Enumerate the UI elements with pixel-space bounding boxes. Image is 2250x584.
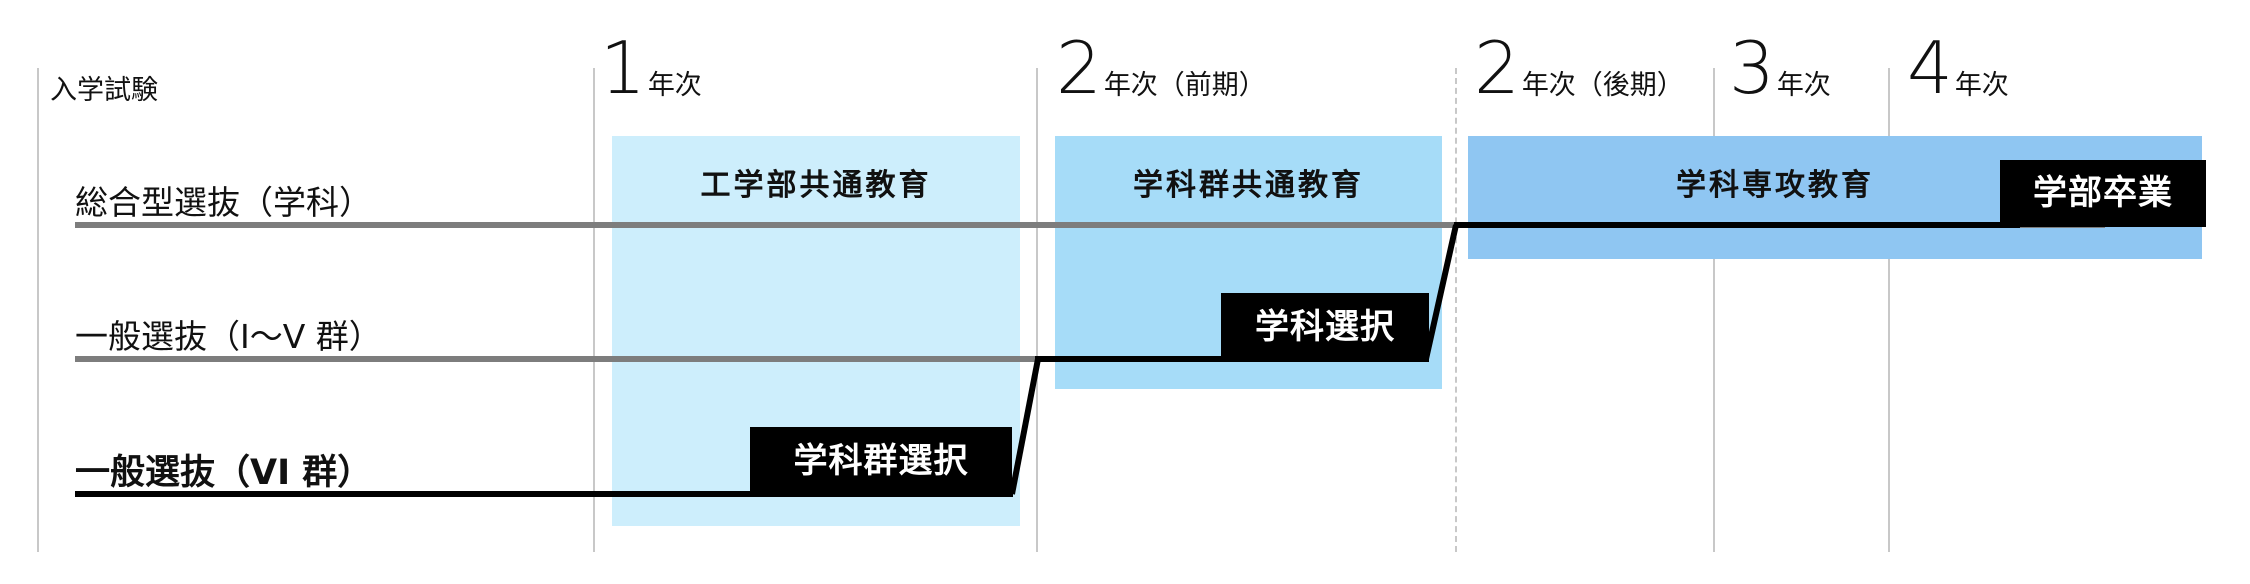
year-label: 年次 — [1954, 70, 2009, 101]
connector-year1-to-year2 — [1009, 358, 1041, 495]
year4-heading: 4 年次 — [1907, 32, 2009, 104]
year2-second-heading: 2 年次（後期） — [1474, 32, 1684, 104]
year-label: 年次 — [1776, 70, 1831, 101]
column-divider-year2-second — [1455, 68, 1457, 552]
year-label: 年次 — [647, 70, 702, 101]
year-number: 2 — [1056, 26, 1102, 110]
admission-label-general-6: 一般選抜（VI 群） — [75, 453, 373, 493]
connector-year2-first-to-second — [1423, 224, 1459, 360]
year3-heading: 3 年次 — [1729, 32, 1831, 104]
column-divider-year4 — [1888, 68, 1890, 552]
column-divider-year2-first — [1036, 68, 1038, 552]
stage-label: 学科専攻教育 — [1676, 168, 1874, 203]
year-label: 年次（後期） — [1521, 70, 1684, 101]
year1-heading: 1 年次 — [600, 32, 702, 104]
track-general-1-5 — [75, 356, 1035, 362]
milestone-graduation: 学部卒業 — [2000, 160, 2206, 227]
milestone-dept-selection: 学科選択 — [1221, 293, 1429, 362]
year-number: 4 — [1907, 26, 1953, 110]
entrance-exam-heading: 入学試験 — [50, 75, 158, 106]
year-label: 年次（前期） — [1103, 70, 1266, 101]
track-general-6 — [75, 491, 1013, 497]
admission-label-comprehensive: 総合型選抜（学科） — [75, 183, 372, 222]
stage-label: 学科群共通教育 — [1133, 168, 1364, 203]
year-number: 1 — [600, 26, 646, 110]
column-divider-year1 — [593, 68, 595, 552]
year-number: 3 — [1729, 26, 1775, 110]
column-divider-year3 — [1713, 68, 1715, 552]
stage-label: 工学部共通教育 — [700, 168, 932, 203]
year2-first-heading: 2 年次（前期） — [1056, 32, 1266, 104]
milestone-dept-group-selection: 学科群選択 — [750, 427, 1012, 495]
track-merged-to-graduation — [1454, 222, 2020, 228]
year-number: 2 — [1474, 26, 1520, 110]
admission-label-general-1-5: 一般選抜（I〜V 群） — [75, 317, 382, 356]
track-comprehensive — [75, 222, 2105, 228]
column-divider-entrance — [37, 68, 39, 552]
